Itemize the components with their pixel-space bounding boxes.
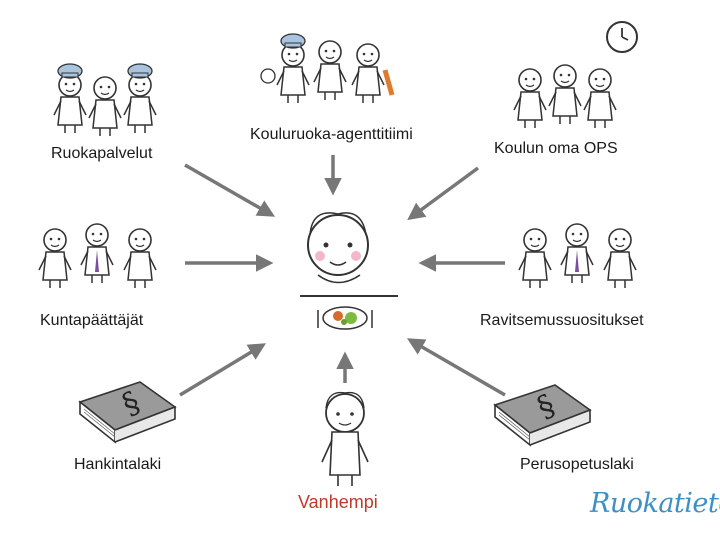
label-ravitsemus: Ravitsemussuositukset <box>480 312 644 329</box>
label-oma-ops: Koulun oma OPS <box>494 140 618 157</box>
label-perusopetuslaki: Perusopetuslaki <box>520 456 634 473</box>
label-kuntapaattajat: Kuntapäättäjät <box>40 312 144 329</box>
label-agenttitiimi: Kouluruoka-agenttitiimi <box>250 126 413 143</box>
oma-ops-illustration <box>513 21 638 129</box>
arrow-hankintalaki <box>179 343 266 397</box>
arrow-perusopetuslaki <box>406 338 506 397</box>
ravitsemus-illustration <box>518 223 637 289</box>
perusopetuslaki-book-icon <box>494 384 591 446</box>
center-child-illustration <box>300 212 398 330</box>
arrow-ruokapalvelut <box>184 163 276 217</box>
vanhempi-illustration <box>321 391 369 486</box>
arrows <box>179 155 506 397</box>
kuntapaattajat-illustration <box>38 223 157 289</box>
label-vanhempi: Vanhempi <box>298 492 378 512</box>
label-ruokapalvelut: Ruokapalvelut <box>51 145 153 162</box>
hankintalaki-book-icon <box>79 381 176 443</box>
agenttitiimi-illustration <box>260 33 395 104</box>
label-hankintalaki: Hankintalaki <box>74 456 162 473</box>
ruokapalvelut-illustration <box>53 63 157 137</box>
arrow-oma-ops <box>407 166 480 221</box>
ruokatieto-logo: Ruokatieto <box>590 488 720 519</box>
